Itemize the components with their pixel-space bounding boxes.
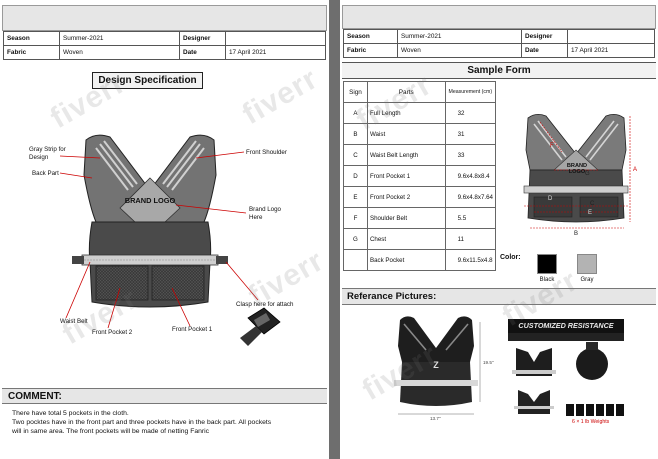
reference-dim-width: 13.7" — [430, 416, 441, 421]
comment-line-3: will in same area. The front pockets wil… — [12, 428, 210, 436]
row-measurement: 9.6x4.8x8.4 — [444, 165, 497, 187]
reference-banner: CUSTOMIZED RESISTANCE — [508, 319, 624, 333]
comment-line-2: Two pocktes have in the front part and t… — [12, 419, 272, 427]
fabric-value: Woven — [59, 45, 180, 60]
callout-brand-logo-here: Brand Logo Here — [249, 206, 281, 221]
reference-title: Referance Pictures: — [342, 288, 656, 305]
sample-form-sheet: Season Summer-2021 Designer Fabric Woven… — [340, 0, 658, 459]
row-sign — [343, 249, 368, 271]
date-value: 17 April 2021 — [225, 45, 326, 60]
diagram-letter-c: C — [590, 201, 595, 207]
black-swatch — [537, 254, 557, 274]
gray-swatch — [577, 254, 597, 274]
callout-front-shoulder: Front Shoulder — [246, 149, 287, 156]
comment-line-1: There have total 5 pockets in the cloth. — [12, 410, 129, 417]
callout-front-pocket-1: Front Pocket 1 — [172, 326, 213, 333]
row-sign: B — [343, 123, 368, 145]
clasp-drawing — [240, 307, 281, 346]
svg-text:Z: Z — [433, 360, 439, 370]
black-swatch-label: Black — [539, 277, 555, 283]
vest-measurement-diagram: Z — [394, 114, 631, 416]
brand-logo-text: BRAND LOGO — [124, 196, 176, 205]
callout-waist-belt: Waist Belt — [60, 318, 88, 325]
reference-weights-caption: 6 × 1 lb Weights — [572, 419, 610, 425]
color-label: Color: — [500, 254, 521, 261]
callout-back-part: Back Part — [32, 170, 59, 177]
callout-front-pocket-2: Front Pocket 2 — [92, 329, 133, 336]
date-value-right: 17 April 2021 — [567, 43, 655, 58]
callout-clasp: Clasp here for attach — [236, 301, 294, 308]
sample-form-title: Sample Form — [342, 62, 656, 79]
row-measurement: 9.6x11.5x4.8 — [444, 249, 497, 271]
row-sign: C — [343, 144, 368, 166]
diagram-letter-e: E — [588, 210, 593, 216]
vest-front-drawing — [59, 134, 281, 346]
info-table-right: Season Summer-2021 Designer Fabric Woven… — [343, 29, 655, 58]
reference-vest-photo: Z — [394, 316, 481, 415]
design-spec-title: Design Specification — [92, 72, 203, 89]
diagram-letter-g: G — [585, 171, 590, 177]
diagram-brand-logo: BRAND LOGO — [566, 163, 588, 176]
reference-dim-height: 19.5" — [483, 360, 494, 365]
reference-product-set — [512, 342, 624, 416]
gray-swatch-label: Gray — [580, 277, 594, 283]
diagram-letter-a: A — [633, 167, 638, 173]
design-spec-sheet: Season Summer-2021 Designer Fabric Woven… — [0, 0, 329, 459]
header-band — [2, 5, 327, 31]
info-table: Season Summer-2021 Designer Fabric Woven… — [3, 31, 326, 60]
diagram-letter-b: B — [574, 231, 579, 237]
comment-title: COMMENT: — [2, 388, 327, 404]
diagram-letter-f: F — [550, 143, 554, 149]
header-band-right — [342, 5, 656, 29]
reference-banner-sub — [508, 333, 624, 341]
callout-gray-strip: Gray Strip for Design — [29, 146, 66, 161]
diagram-letter-d: D — [548, 196, 553, 202]
comment-text: There have total 5 pockets in the cloth.… — [12, 409, 317, 437]
